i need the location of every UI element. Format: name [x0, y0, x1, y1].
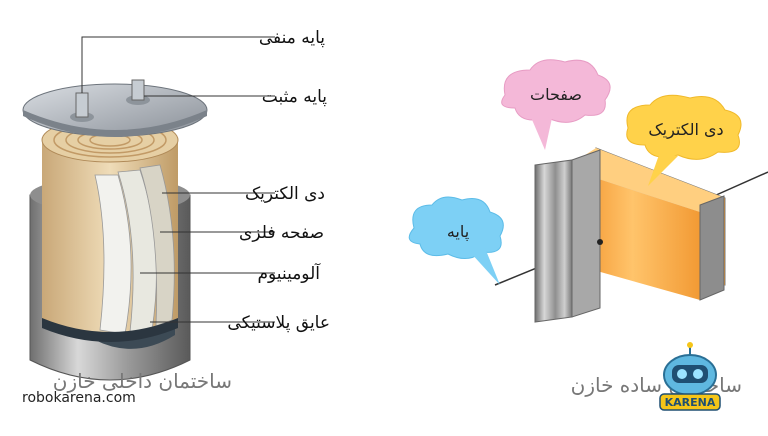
label-dielectric-right: دی الکتریک	[648, 120, 723, 140]
label-terminal: پایه	[447, 222, 469, 242]
label-positive-terminal: پایه مثبت	[262, 87, 327, 107]
label-negative-terminal: پایه منفی	[259, 28, 325, 48]
label-metal-foil: صفحه فلزی	[239, 223, 324, 243]
cloud-terminal	[408, 196, 504, 285]
label-aluminum: آلومینیوم	[258, 262, 322, 284]
electrolytic-capacitor-illustration	[22, 36, 275, 381]
caption-internal-structure: ساختمان داخلی خازن	[53, 369, 232, 393]
label-dielectric-left: دی الکتریک	[245, 184, 325, 204]
website-url: robokarena.com	[22, 390, 136, 406]
karena-robot-logo: KARENA	[659, 342, 721, 411]
label-plastic-insulator: عایق پلاستیکی	[227, 313, 330, 333]
cloud-plates	[501, 59, 611, 150]
plate-capacitor-illustration	[494, 147, 768, 323]
logo-text: KARENA	[665, 396, 716, 409]
cloud-dielectric	[626, 94, 742, 186]
label-plates: صفحات	[530, 85, 582, 104]
